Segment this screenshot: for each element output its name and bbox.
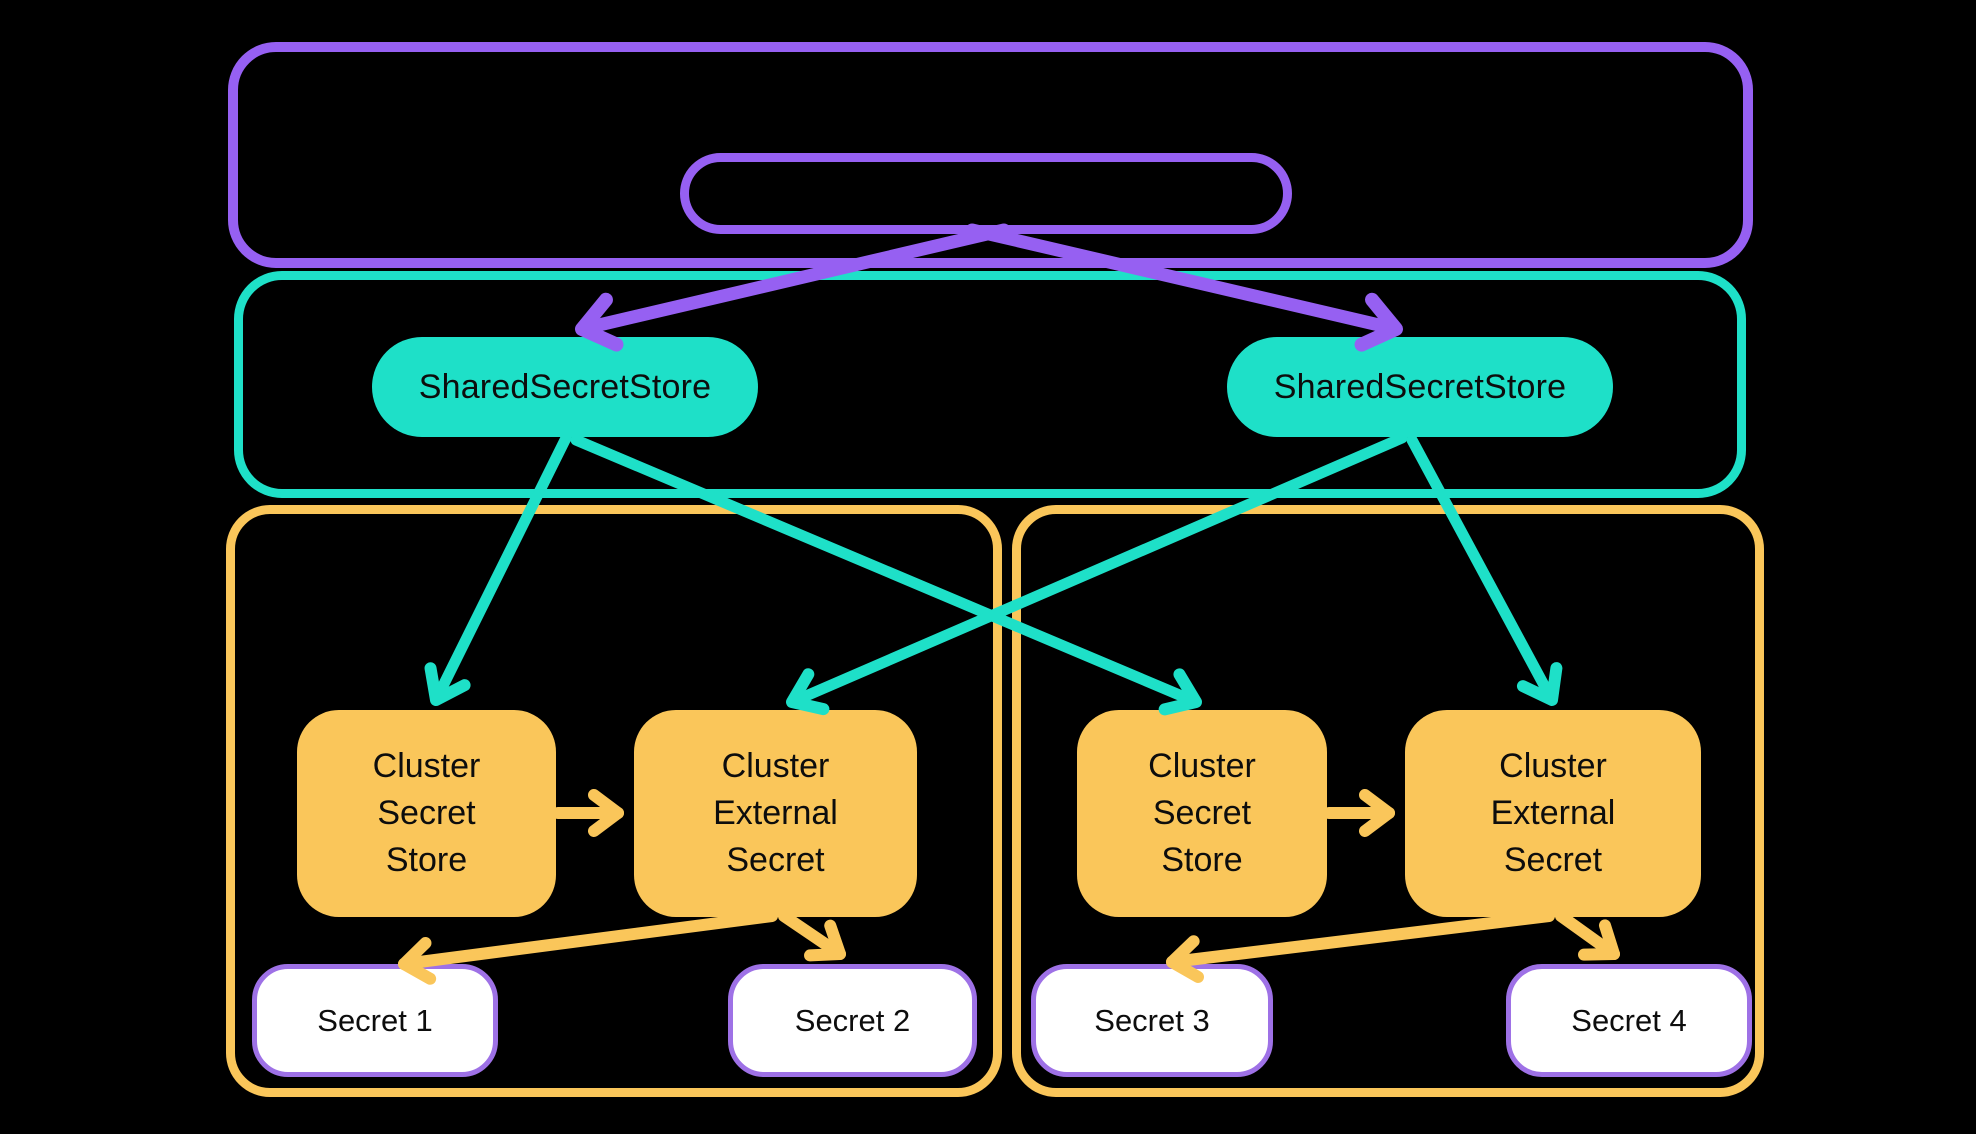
shared-secret-store-right-label: SharedSecretStore — [1273, 367, 1567, 406]
secret-2-pill: Secret 2 — [728, 964, 977, 1077]
cluster-external-secret-right-label: Cluster External Secret — [1490, 747, 1616, 879]
cluster-secret-store-left-label: Cluster Secret Store — [372, 747, 481, 879]
cluster-external-secret-left-label: Cluster External Secret — [713, 747, 838, 879]
shared-secret-store-right: SharedSecretStore — [1227, 337, 1613, 437]
top-purple-pill — [680, 153, 1292, 234]
cluster-secret-store-left: Cluster Secret Store — [297, 710, 556, 917]
shared-secret-store-left-label: SharedSecretStore — [418, 367, 712, 406]
secret-3-label: Secret 3 — [1094, 1002, 1210, 1038]
secret-4-label: Secret 4 — [1571, 1002, 1687, 1038]
secret-3-pill: Secret 3 — [1031, 964, 1273, 1077]
cluster-external-secret-left: Cluster External Secret — [634, 710, 917, 917]
secret-1-label: Secret 1 — [317, 1002, 433, 1038]
cluster-secret-store-right: Cluster Secret Store — [1077, 710, 1327, 917]
cluster-external-secret-right: Cluster External Secret — [1405, 710, 1701, 917]
shared-secret-store-left: SharedSecretStore — [372, 337, 758, 437]
cluster-secret-store-right-label: Cluster Secret Store — [1148, 747, 1256, 879]
secret-4-pill: Secret 4 — [1506, 964, 1752, 1077]
secret-2-label: Secret 2 — [794, 1002, 911, 1038]
secret-1-pill: Secret 1 — [252, 964, 498, 1077]
